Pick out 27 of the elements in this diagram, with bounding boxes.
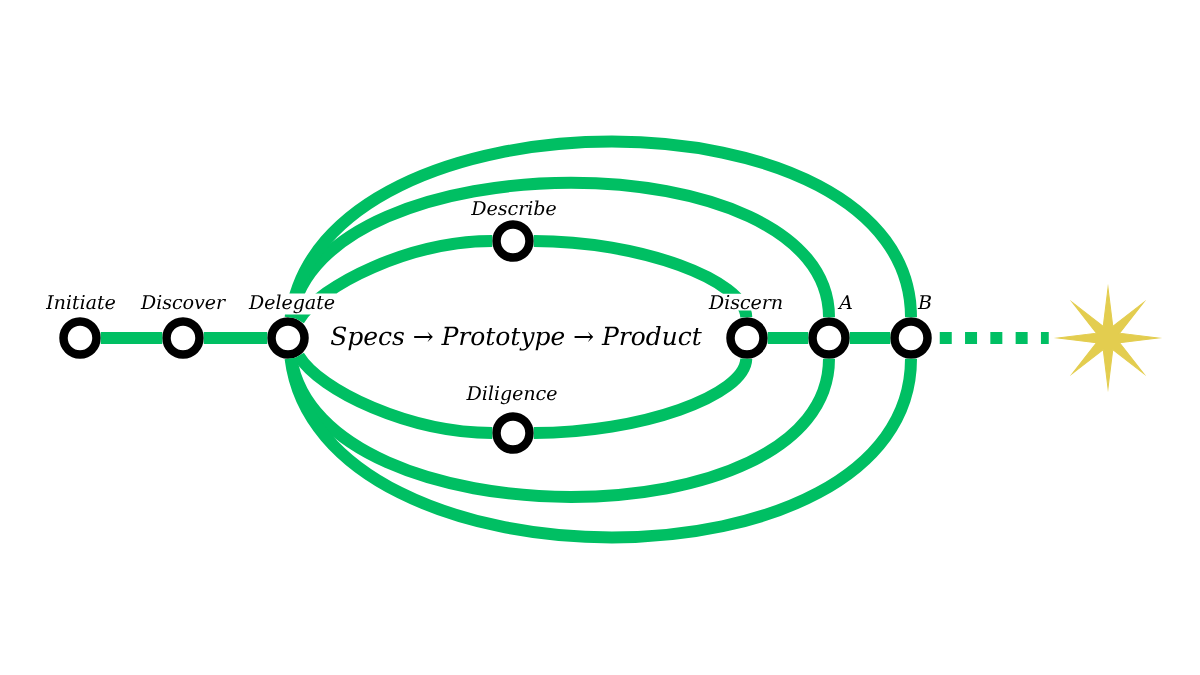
- station-circle: [726, 317, 768, 359]
- curved-track: [533, 235, 753, 319]
- flow-text: Specs → Prototype → Product: [330, 326, 702, 351]
- track-line: [100, 332, 163, 344]
- station-label: Discern: [707, 293, 785, 311]
- station-circle: [267, 317, 309, 359]
- dotted-track: [939, 332, 1049, 344]
- curved-track: [284, 356, 917, 544]
- station-label: Discover: [139, 293, 227, 311]
- curved-track: [284, 135, 917, 320]
- station-label: Delegate: [247, 293, 337, 315]
- station-label: A: [837, 293, 855, 311]
- track-line: [767, 332, 809, 344]
- station-circle: [59, 317, 101, 359]
- station-circle: [890, 317, 932, 359]
- track-line: [849, 332, 891, 344]
- station-circle: [808, 317, 850, 359]
- station-circle: [492, 220, 534, 262]
- station-label: Describe: [470, 199, 558, 217]
- station-label: B: [916, 293, 934, 311]
- station-label: Initiate: [45, 293, 118, 311]
- curved-track: [293, 235, 493, 324]
- station-circle: [492, 412, 534, 454]
- track-line: [203, 332, 268, 344]
- station-label: Diligence: [465, 384, 559, 406]
- station-circle: [162, 317, 204, 359]
- curved-track: [293, 352, 493, 439]
